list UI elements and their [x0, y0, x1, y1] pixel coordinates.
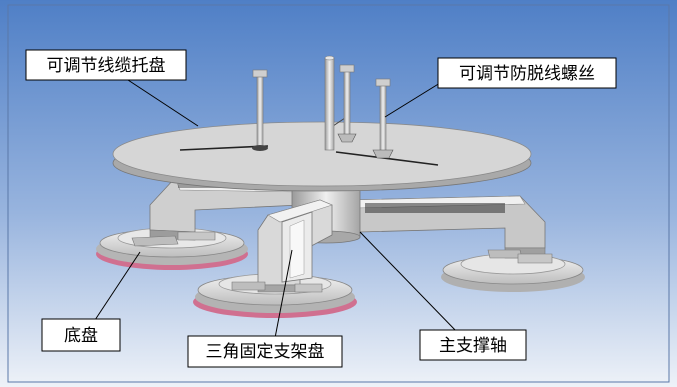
label-bracket: 三角固定支架盘	[187, 335, 343, 368]
adjustable-screw-right	[372, 78, 394, 159]
main-rod	[324, 55, 335, 151]
leader-bracket	[274, 249, 293, 339]
label-shaft: 主支撑轴	[419, 329, 527, 361]
label-base-text: 底盘	[64, 326, 98, 346]
adjustable-screw-left	[252, 69, 268, 151]
label-bracket-text: 三角固定支架盘	[206, 342, 325, 362]
label-screw: 可调节防脱线螺丝	[437, 57, 617, 89]
frame-border	[7, 4, 670, 383]
label-screw-text: 可调节防脱线螺丝	[459, 64, 595, 84]
label-shaft-text: 主支撑轴	[439, 336, 507, 356]
leader-tray	[127, 79, 199, 127]
bracket-arm-right	[349, 195, 553, 264]
label-base: 底盘	[41, 318, 121, 352]
leader-base	[94, 251, 141, 321]
bracket-arm-front	[231, 199, 333, 293]
adjustable-screw-middle	[337, 64, 357, 143]
leader-screw	[384, 82, 441, 118]
label-tray-text: 可调节线缆托盘	[47, 56, 166, 76]
leader-shaft	[359, 231, 459, 334]
cable-tray-disk	[112, 117, 532, 192]
label-tray: 可调节线缆托盘	[25, 49, 187, 81]
